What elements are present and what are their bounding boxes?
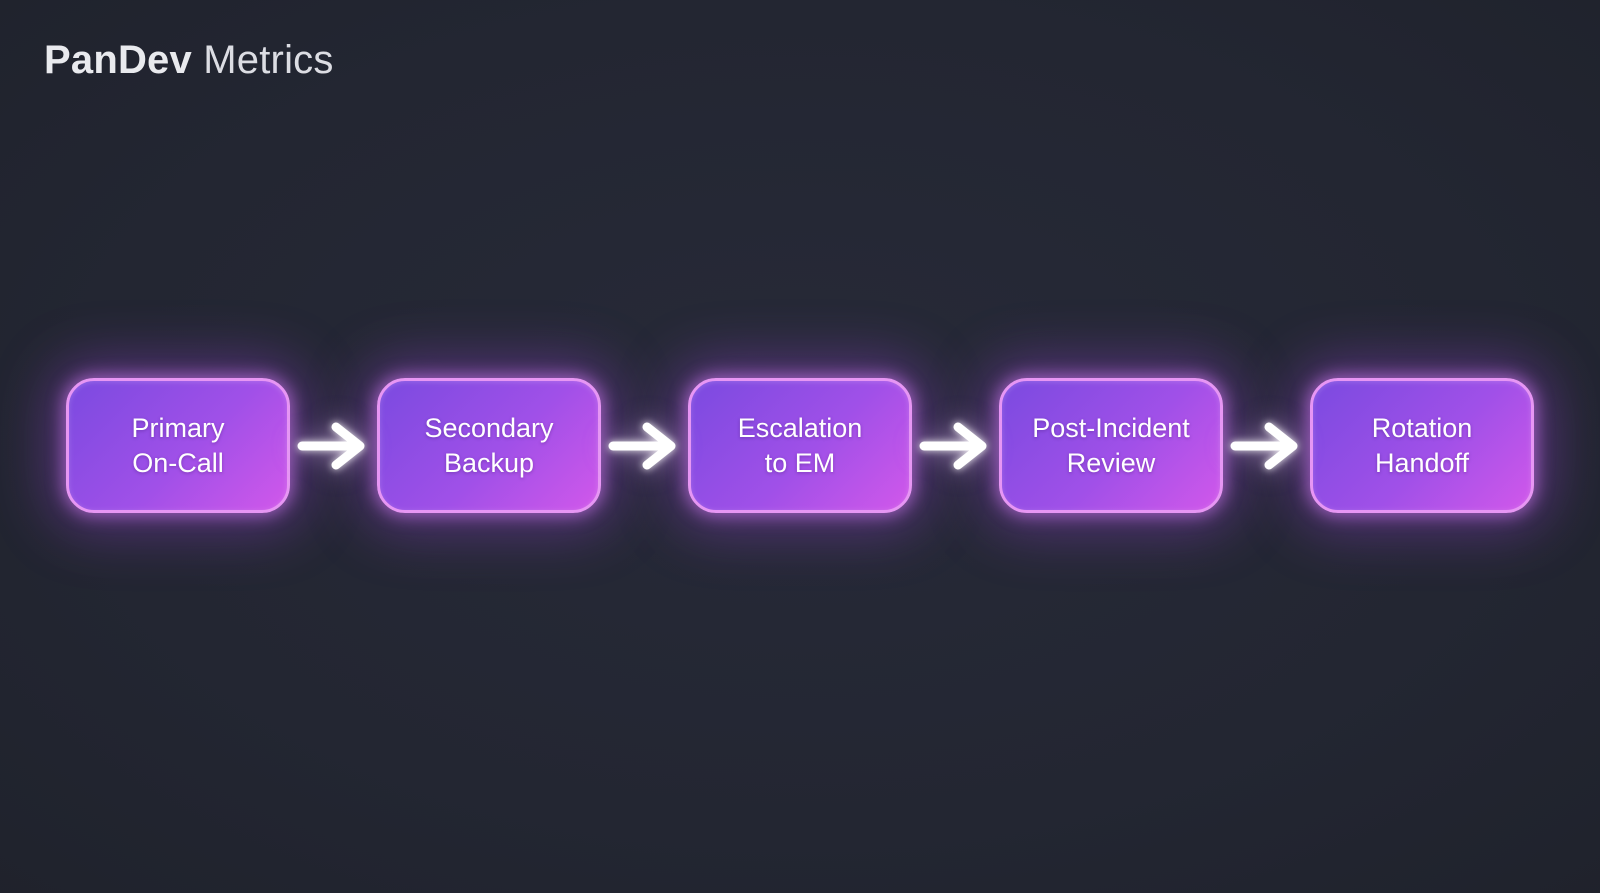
right-arrow-icon	[296, 418, 372, 474]
flow-node-label-line: Post-Incident	[1032, 412, 1190, 443]
flow-node-secondary-backup: Secondary Backup	[377, 378, 601, 513]
flow-node-label-line: Review	[1066, 447, 1156, 478]
flow-node-rotation-handoff: Rotation Handoff	[1310, 378, 1534, 513]
right-arrow-icon	[918, 418, 994, 474]
page-title-brand: PanDev	[44, 38, 192, 82]
right-arrow-icon	[607, 418, 683, 474]
flowchart: Primary On-Call Secondary Backup Escalat…	[0, 378, 1600, 513]
flow-node-label-line: Escalation	[737, 412, 863, 443]
flow-node-post-incident-review: Post-Incident Review	[999, 378, 1223, 513]
flow-node-label-line: On-Call	[132, 447, 224, 478]
flow-node-label-line: Backup	[443, 447, 535, 478]
flow-node-escalation-to-em: Escalation to EM	[688, 378, 912, 513]
page-title: PanDev Metrics	[44, 36, 334, 84]
flow-node-label-line: Primary	[131, 412, 225, 443]
flow-node-primary-on-call: Primary On-Call	[66, 378, 290, 513]
right-arrow-icon	[1229, 418, 1305, 474]
flow-node-label-line: Rotation	[1371, 412, 1473, 443]
flow-node-label-line: Handoff	[1374, 447, 1470, 478]
flow-node-label-line: Secondary	[424, 412, 554, 443]
flow-node-label-line: to EM	[764, 447, 836, 478]
page-title-rest: Metrics	[203, 38, 334, 82]
